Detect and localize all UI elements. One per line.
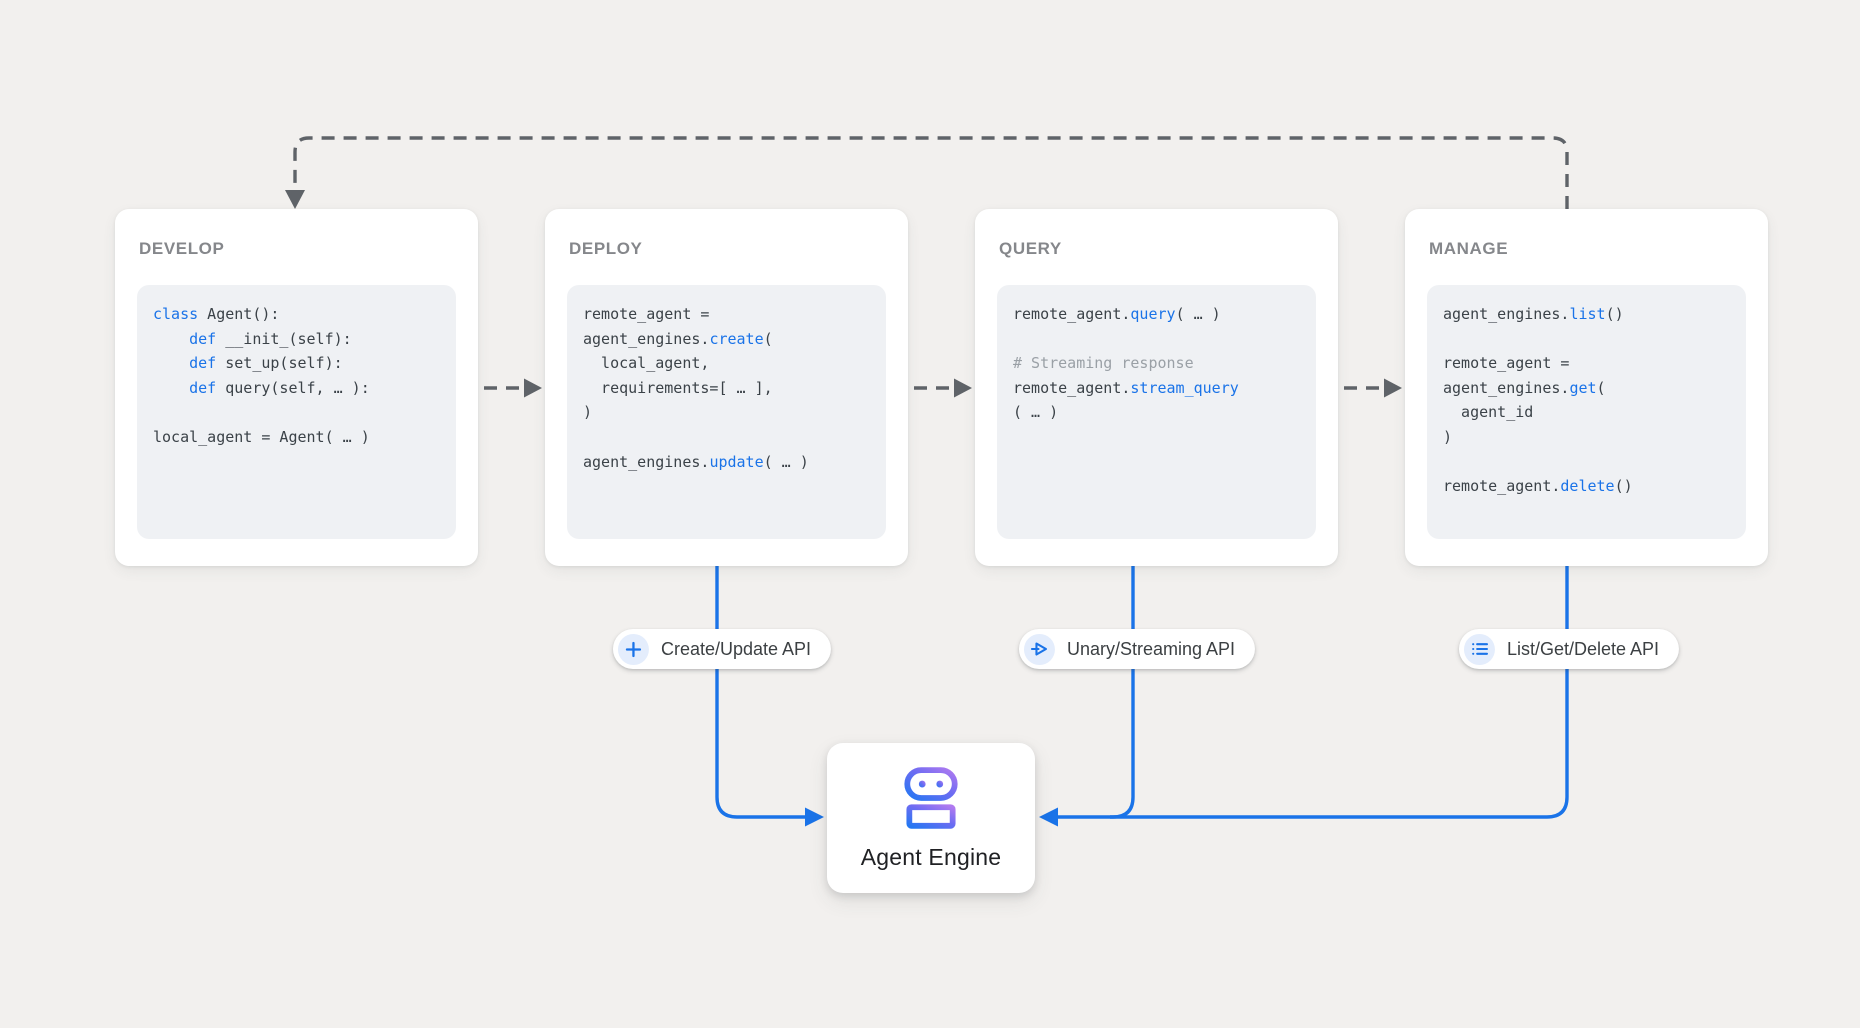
list-icon — [1463, 633, 1495, 665]
card-title-develop: DEVELOP — [139, 239, 225, 258]
code-block-develop: class Agent(): def __init_(self): def se… — [137, 285, 456, 539]
send-icon — [1023, 633, 1055, 665]
card-title-deploy: DEPLOY — [569, 239, 643, 258]
pill-create-update-api: Create/Update API — [612, 629, 832, 669]
code-block-deploy: remote_agent =agent_engines.create( loca… — [567, 285, 886, 539]
agent-engine-box: Agent Engine — [827, 743, 1035, 893]
manage-to-engine-line — [1110, 566, 1569, 819]
plus-icon — [617, 633, 649, 665]
card-manage: MANAGE agent_engines.list() remote_agent… — [1405, 209, 1768, 566]
card-deploy: DEPLOY remote_agent =agent_engines.creat… — [545, 209, 908, 566]
pill-label: Unary/Streaming API — [1066, 638, 1236, 659]
robot-icon — [900, 766, 962, 832]
develop-to-deploy-arrow — [484, 378, 542, 398]
query-to-manage-arrow — [1344, 378, 1402, 398]
manage-to-develop-loop-arrow — [285, 136, 1569, 209]
query-to-engine-line — [1039, 566, 1135, 827]
card-title-query: QUERY — [999, 239, 1062, 258]
card-develop: DEVELOP class Agent(): def __init_(self)… — [115, 209, 478, 566]
card-title-manage: MANAGE — [1429, 239, 1509, 258]
code-block-manage: agent_engines.list() remote_agent =agent… — [1427, 285, 1746, 539]
deploy-to-query-arrow — [914, 378, 972, 398]
deploy-to-engine-line — [715, 566, 824, 827]
pill-unary-streaming-api: Unary/Streaming API — [1018, 629, 1256, 669]
code-block-query: remote_agent.query( … ) # Streaming resp… — [997, 285, 1316, 539]
card-query: QUERY remote_agent.query( … ) # Streamin… — [975, 209, 1338, 566]
pill-label: List/Get/Delete API — [1506, 638, 1660, 659]
pill-label: Create/Update API — [660, 638, 812, 659]
engine-label: Agent Engine — [860, 843, 1002, 870]
pill-list-get-delete-api: List/Get/Delete API — [1458, 629, 1680, 669]
